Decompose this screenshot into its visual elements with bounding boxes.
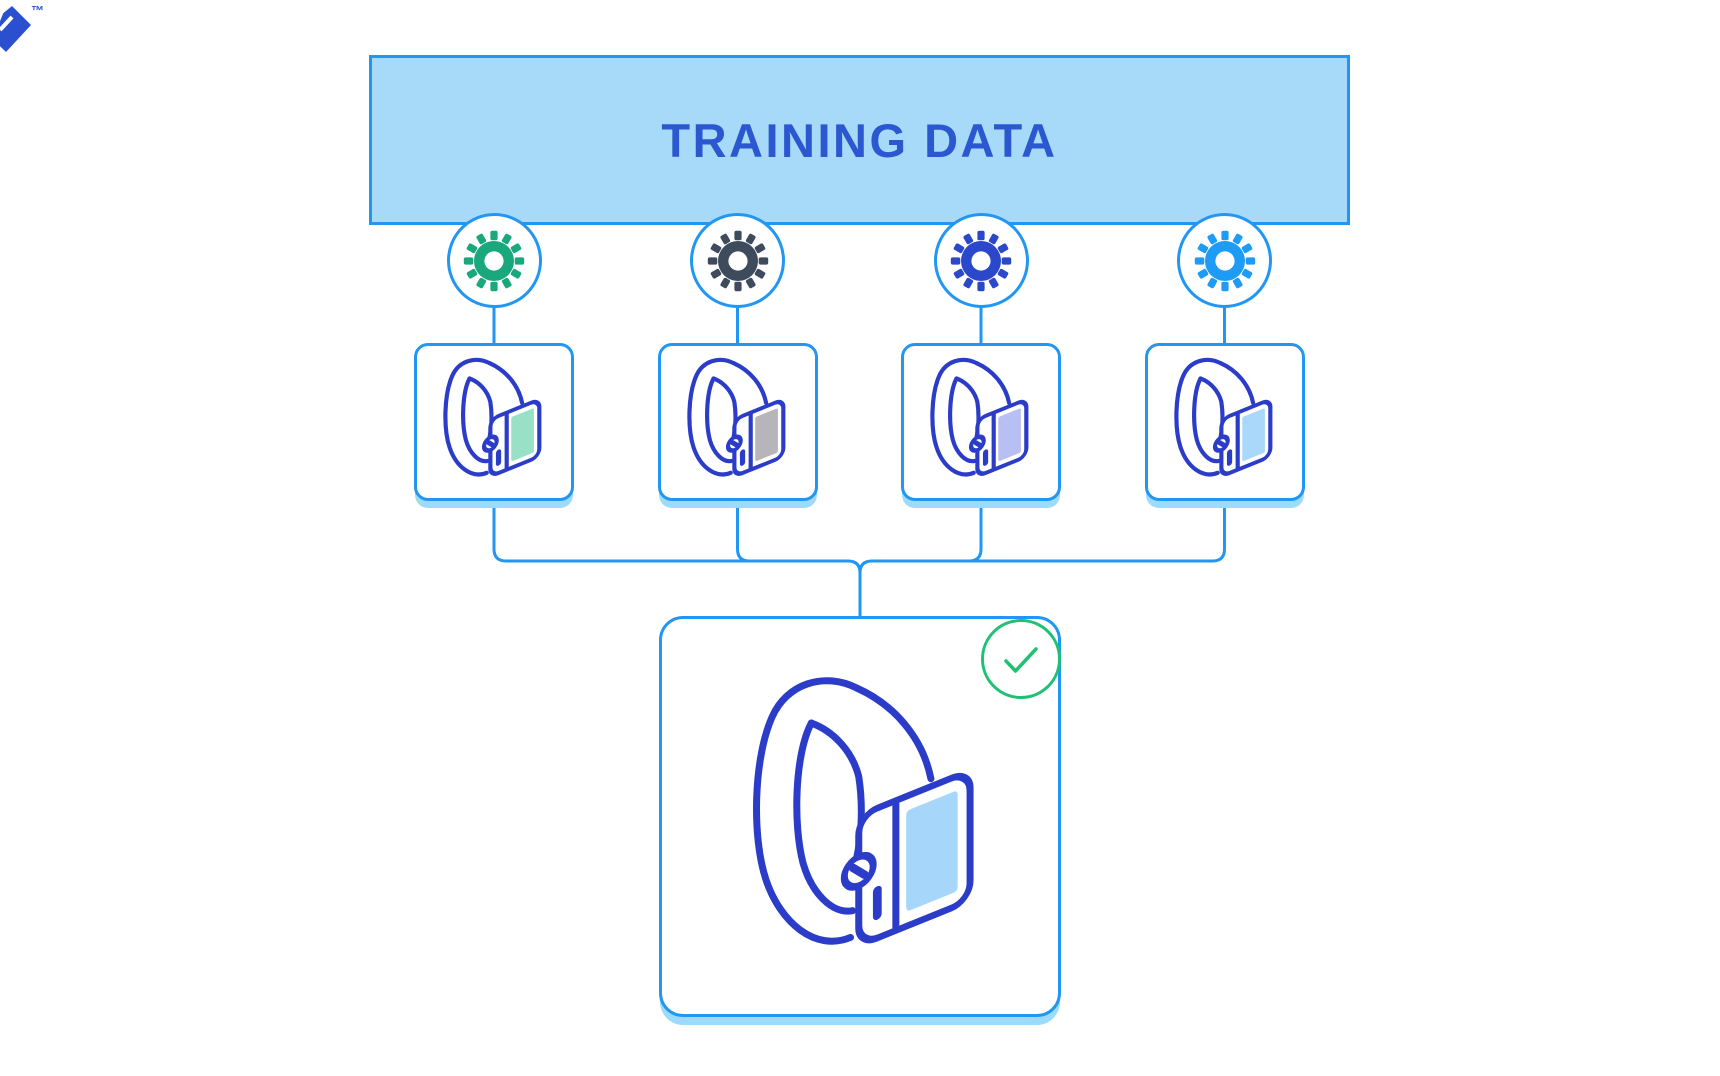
gear-to-card-stems (492, 306, 1226, 346)
check-icon (981, 619, 1061, 699)
pipeline-column (901, 213, 1061, 501)
trademark-text: ™ (31, 3, 44, 18)
watch-card (657, 343, 818, 501)
pipeline-column (414, 213, 574, 501)
smartwatch-icon (679, 354, 797, 490)
training-data-banner: TRAINING DATA (369, 55, 1350, 225)
smartwatch-icon (435, 354, 553, 490)
gear-icon (462, 229, 526, 293)
pipeline-column (1144, 213, 1305, 501)
pipeline-column (657, 213, 818, 501)
check-badge (980, 618, 1062, 700)
bus-inner-left (736, 499, 751, 563)
smartwatch-icon (1166, 354, 1284, 490)
gear-circle (446, 213, 542, 308)
gear-circle (1177, 213, 1272, 308)
gear-circle (933, 213, 1029, 308)
gear-icon (1193, 229, 1257, 293)
banner-title: TRAINING DATA (661, 113, 1058, 167)
smartwatch-icon (922, 354, 1040, 490)
smartwatch-icon (733, 667, 1001, 977)
gear-circle (690, 213, 785, 308)
gear-icon (706, 229, 770, 293)
toptal-logo (0, 6, 31, 52)
gear-icon (949, 229, 1013, 293)
bus-right (858, 499, 1226, 575)
watch-card (414, 343, 574, 501)
watch-card (1144, 343, 1305, 501)
bus-left (492, 499, 862, 620)
watch-card (901, 343, 1061, 501)
bus-inner-right (967, 499, 983, 563)
